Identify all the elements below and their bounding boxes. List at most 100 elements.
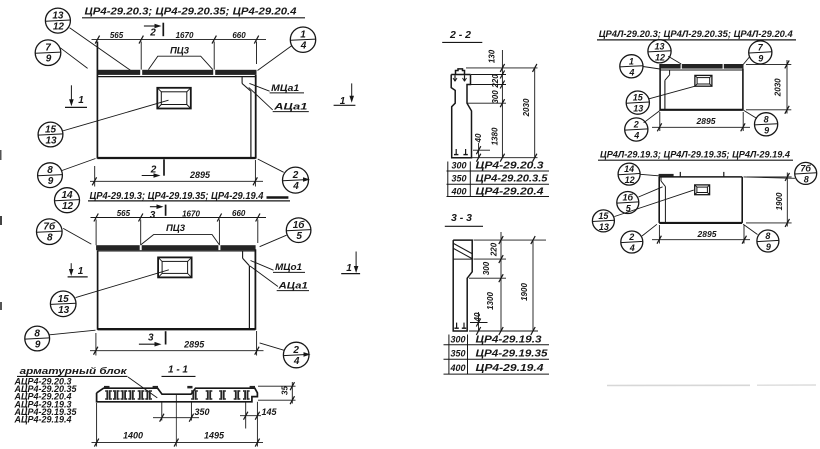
svg-text:4: 4	[292, 181, 299, 192]
svg-text:АЦа1: АЦа1	[278, 280, 308, 291]
svg-text:14: 14	[624, 164, 634, 174]
svg-text:2: 2	[150, 165, 157, 176]
svg-text:ЦР4-29.19.3; ЦР4-29.19.35; Ц: ЦР4-29.19.3; ЦР4-29.19.35; ЦР4-29.19.4	[90, 191, 264, 202]
svg-text:5: 5	[296, 231, 302, 242]
svg-text:ЦР4-29.19.4: ЦР4-29.19.4	[476, 363, 545, 374]
svg-text:15: 15	[598, 211, 609, 221]
svg-text:565: 565	[110, 31, 124, 40]
svg-text:1670: 1670	[176, 31, 194, 40]
svg-text:ЦР4Л-29.20.3; ЦР4Л-29.20.35;: ЦР4Л-29.20.3; ЦР4Л-29.20.35; ЦР4Л-29.20.…	[599, 29, 794, 40]
svg-text:АЦР4-29.20.35: АЦР4-29.20.35	[14, 384, 78, 394]
svg-text:1900: 1900	[520, 283, 529, 301]
svg-text:8: 8	[34, 329, 40, 340]
svg-text:1495: 1495	[204, 431, 225, 441]
svg-text:1380: 1380	[490, 127, 499, 145]
svg-text:9: 9	[48, 176, 54, 187]
svg-text:2: 2	[633, 120, 639, 130]
svg-text:8: 8	[764, 114, 769, 124]
svg-text:АЦР4-29.20.4: АЦР4-29.20.4	[14, 392, 72, 402]
svg-text:4: 4	[629, 243, 635, 253]
svg-text:1400: 1400	[123, 431, 143, 441]
svg-text:7б: 7б	[800, 163, 811, 173]
svg-text:АЦР4-29.19.35: АЦР4-29.19.35	[14, 407, 78, 417]
svg-text:300: 300	[451, 161, 466, 171]
svg-text:4: 4	[628, 67, 634, 77]
svg-text:12: 12	[53, 22, 65, 33]
svg-text:ЦР4-29.19.3: ЦР4-29.19.3	[476, 335, 543, 346]
svg-text:ЦР4-29.20.4: ЦР4-29.20.4	[476, 187, 545, 198]
svg-text:9: 9	[764, 125, 769, 135]
svg-text:660: 660	[232, 31, 246, 40]
svg-text:2: 2	[292, 170, 299, 181]
svg-text:ПЦ3: ПЦ3	[166, 223, 186, 234]
svg-text:ЦР4-29.20.3.5: ЦР4-29.20.3.5	[476, 174, 548, 185]
svg-text:9: 9	[766, 242, 771, 252]
svg-text:1: 1	[340, 96, 346, 107]
svg-text:1: 1	[300, 30, 306, 41]
svg-text:2030: 2030	[522, 98, 531, 117]
svg-text:565: 565	[117, 209, 131, 218]
svg-text:15: 15	[45, 125, 57, 136]
svg-text:2895: 2895	[183, 340, 205, 350]
svg-text:13: 13	[52, 11, 64, 22]
svg-text:12: 12	[655, 52, 665, 62]
svg-text:3 - 3: 3 - 3	[451, 212, 472, 224]
svg-text:13: 13	[654, 41, 664, 51]
svg-text:4: 4	[293, 356, 300, 367]
svg-text:3: 3	[150, 210, 156, 221]
svg-text:7: 7	[45, 43, 51, 54]
svg-text:1: 1	[629, 56, 634, 66]
svg-text:1б: 1б	[293, 219, 306, 231]
svg-text:1300: 1300	[486, 292, 495, 310]
svg-text:13: 13	[58, 305, 70, 316]
svg-text:2895: 2895	[697, 229, 717, 239]
svg-text:15: 15	[633, 93, 644, 103]
svg-text:2030: 2030	[774, 78, 783, 97]
svg-text:220: 220	[490, 242, 499, 257]
svg-text:МЦо1: МЦо1	[275, 262, 302, 273]
svg-text:МЦа1: МЦа1	[271, 83, 299, 94]
svg-text:4: 4	[633, 131, 639, 141]
svg-text:2: 2	[149, 27, 156, 38]
svg-text:9: 9	[35, 340, 41, 351]
svg-text:8: 8	[47, 233, 53, 244]
svg-text:ЦР4-29.19.35: ЦР4-29.19.35	[476, 349, 549, 360]
svg-text:400: 400	[450, 187, 466, 197]
svg-text:40: 40	[474, 133, 483, 143]
svg-text:12: 12	[625, 175, 635, 185]
svg-text:1670: 1670	[182, 209, 200, 218]
svg-text:13: 13	[633, 104, 643, 114]
svg-text:2895: 2895	[696, 116, 716, 126]
svg-text:5: 5	[626, 204, 632, 214]
svg-text:ЦР4-29.20.3: ЦР4-29.20.3	[476, 161, 545, 172]
svg-text:15: 15	[58, 294, 70, 305]
svg-text:арматурный блок: арматурный блок	[20, 366, 128, 377]
svg-text:8: 8	[47, 165, 53, 176]
svg-text:ЦР4-29.20.3; ЦР4-29.20.35; Ц: ЦР4-29.20.3; ЦР4-29.20.35; ЦР4-29.20.4	[85, 6, 297, 18]
svg-text:АЦа1: АЦа1	[273, 102, 307, 113]
svg-text:300: 300	[450, 335, 465, 345]
svg-text:2895: 2895	[189, 170, 211, 180]
svg-text:2: 2	[628, 232, 634, 242]
svg-text:7б: 7б	[43, 221, 56, 233]
svg-text:220: 220	[491, 74, 500, 89]
svg-text:ПЦ3: ПЦ3	[170, 45, 190, 56]
svg-text:1б: 1б	[623, 193, 634, 203]
svg-text:8: 8	[804, 174, 809, 184]
svg-text:400: 400	[449, 363, 465, 373]
svg-text:АЦР4-29.20.3: АЦР4-29.20.3	[14, 376, 72, 386]
svg-text:1: 1	[78, 266, 84, 277]
svg-text:4: 4	[300, 41, 307, 52]
svg-text:350: 350	[451, 174, 466, 184]
svg-text:13: 13	[599, 222, 609, 232]
svg-text:1900: 1900	[775, 192, 784, 210]
svg-text:40: 40	[473, 312, 482, 322]
svg-text:3: 3	[148, 332, 154, 343]
svg-text:АЦР4-29.19.3: АЦР4-29.19.3	[14, 399, 72, 409]
svg-text:660: 660	[232, 209, 246, 218]
svg-text:9: 9	[46, 54, 52, 65]
svg-text:АЦР4-29.19.4: АЦР4-29.19.4	[14, 415, 72, 425]
svg-text:9: 9	[758, 53, 763, 63]
svg-text:35: 35	[281, 386, 290, 395]
svg-text:1 - 1: 1 - 1	[168, 364, 188, 375]
